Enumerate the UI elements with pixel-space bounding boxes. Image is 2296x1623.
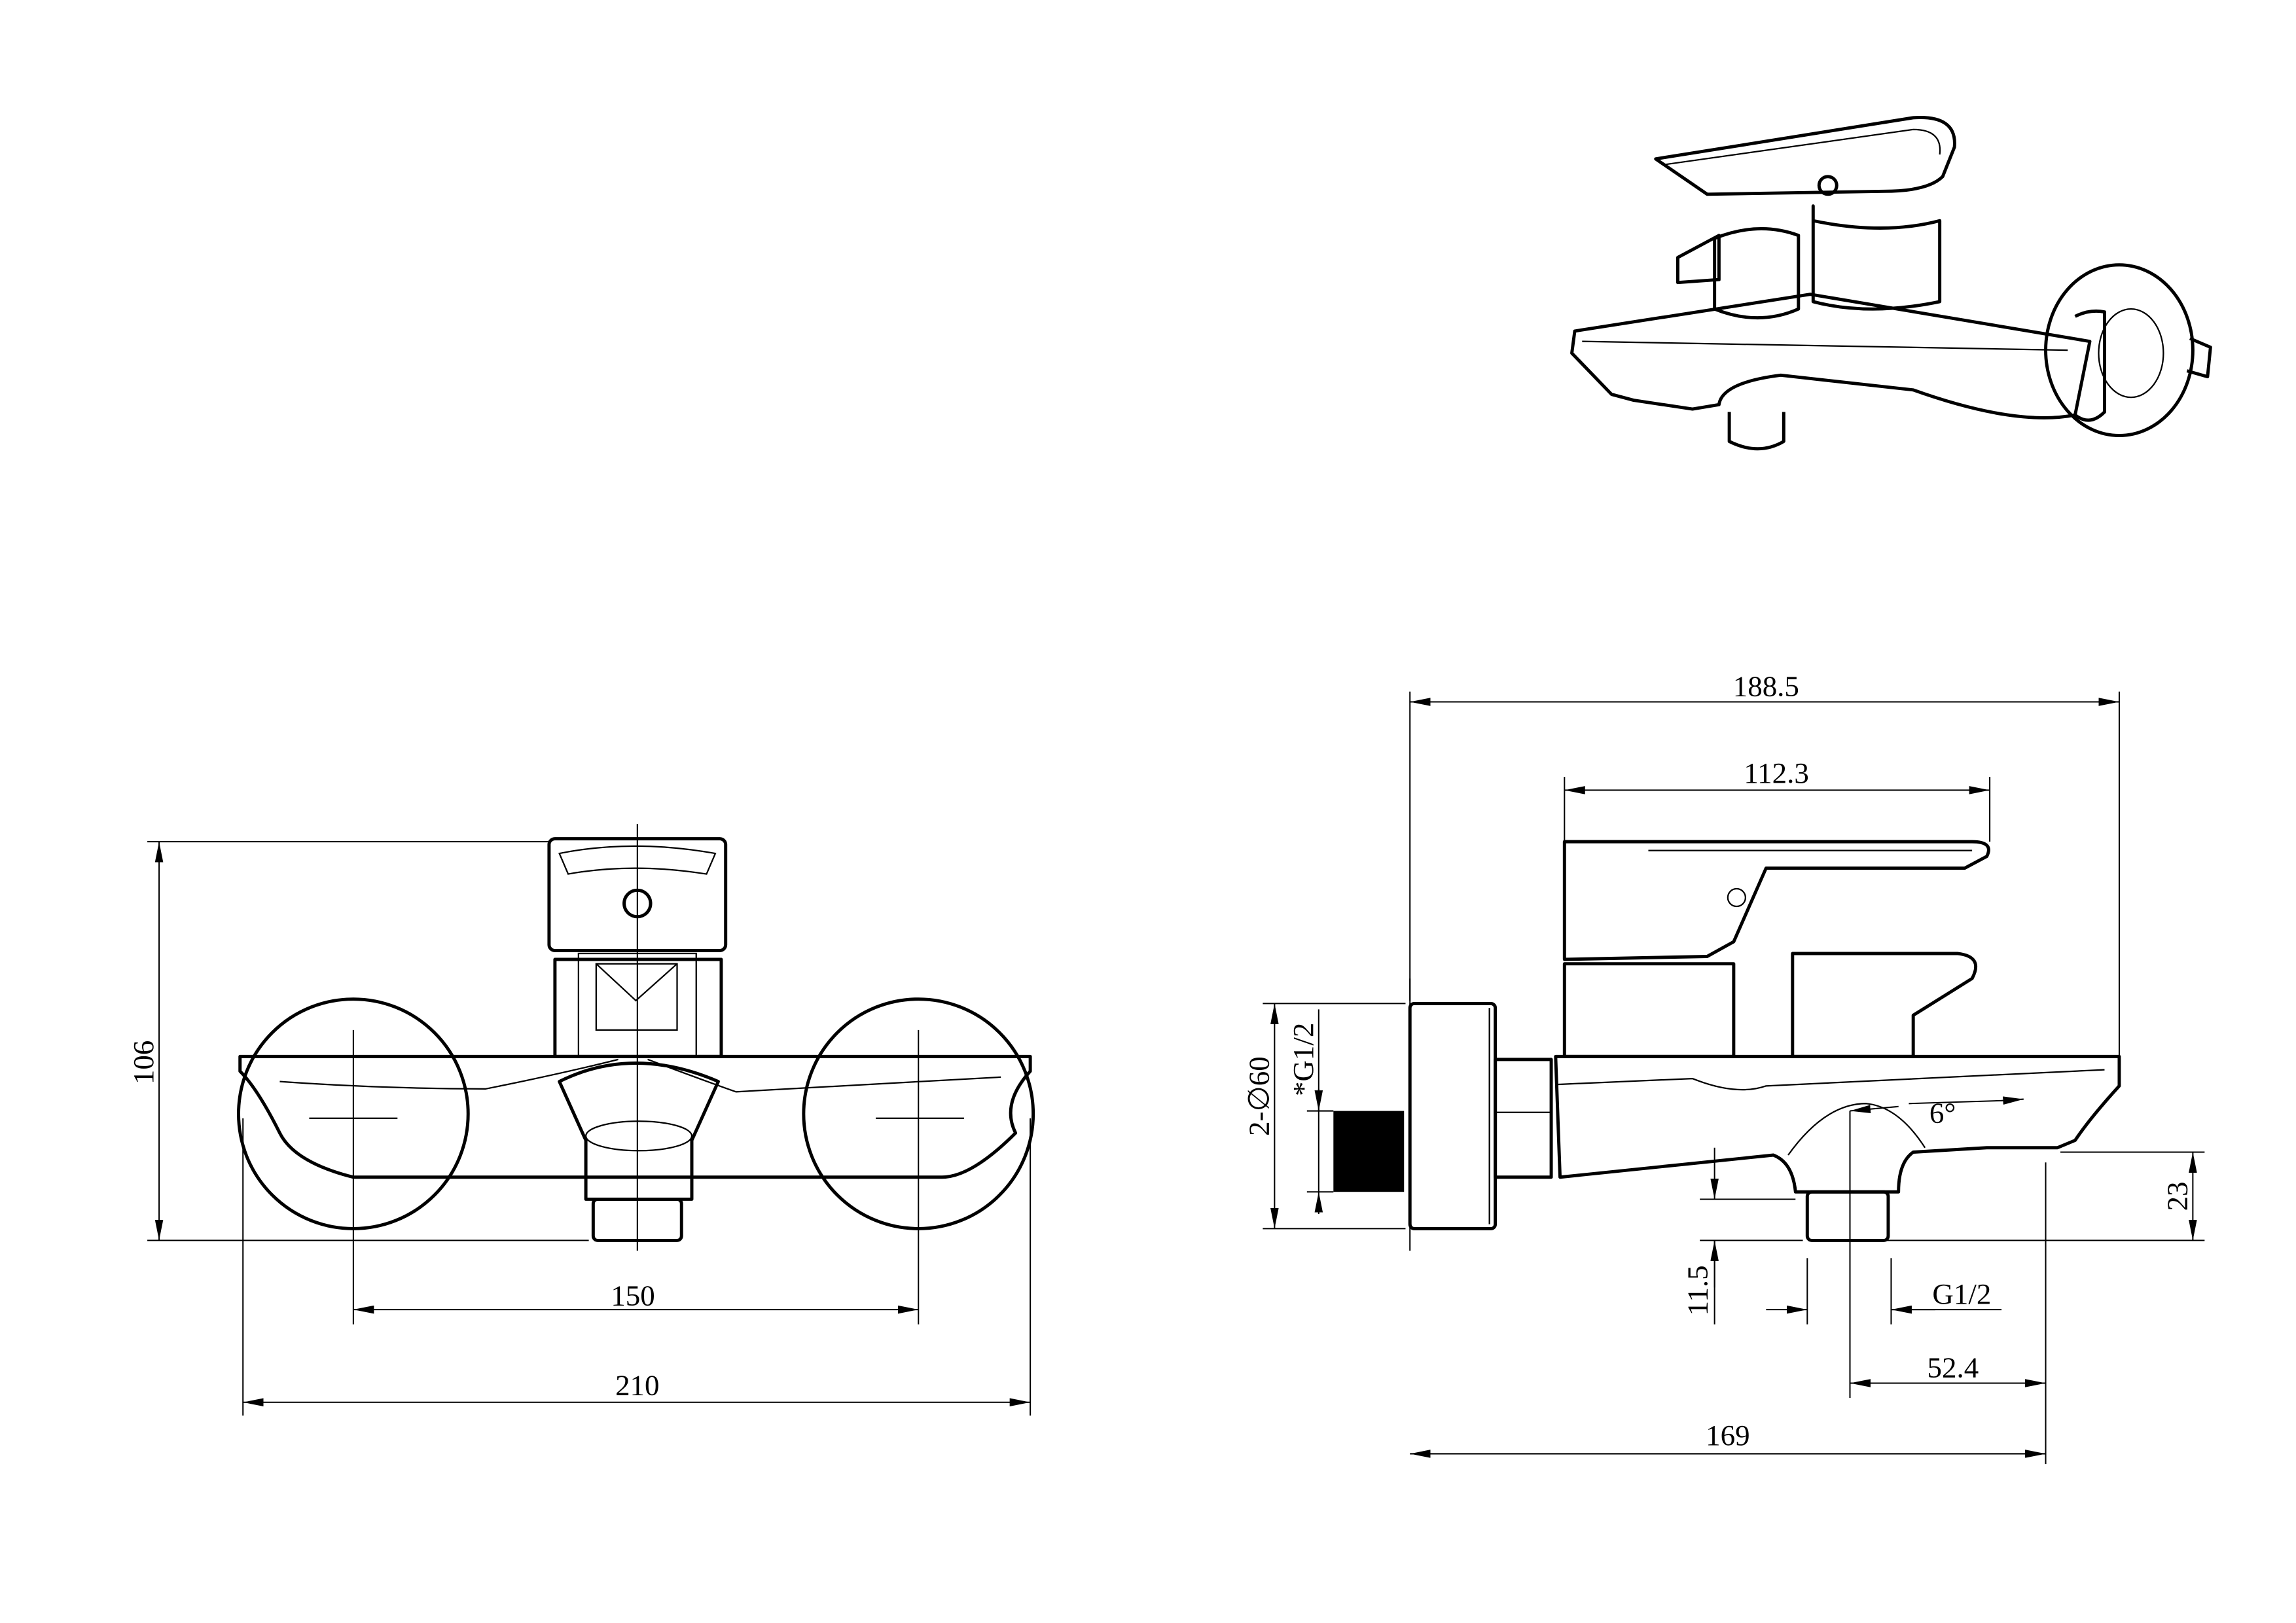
dim-overall-depth-label: 188.5 (1733, 669, 1799, 702)
side-view (1263, 691, 2205, 1465)
dim-flange-diameter-label: 2-∅60 (1242, 1056, 1275, 1136)
isometric-view (1570, 116, 2212, 451)
dim-inlet-thread-label: *G1/2 (1287, 1023, 1319, 1096)
dim-overall-width-label: 210 (615, 1368, 659, 1401)
front-view (147, 824, 1035, 1416)
dim-lever-length-label: 112.3 (1744, 757, 1808, 789)
dim-wall-to-spout-label: 169 (1706, 1419, 1749, 1452)
dim-height-label: 106 (127, 1041, 160, 1084)
dim-center-distance-label: 150 (611, 1279, 655, 1311)
dim-spout-angle-label: 6° (1929, 1097, 1956, 1130)
dim-outlet-to-spout-label: 52.4 (1928, 1351, 1979, 1384)
dim-outlet-thread-label: G1/2 (1932, 1277, 1991, 1310)
inlet-thread (1333, 1111, 1405, 1192)
dim-spout-height-label: 23 (2161, 1181, 2193, 1211)
dim-outlet-offset-label: 11.5 (1681, 1265, 1713, 1315)
